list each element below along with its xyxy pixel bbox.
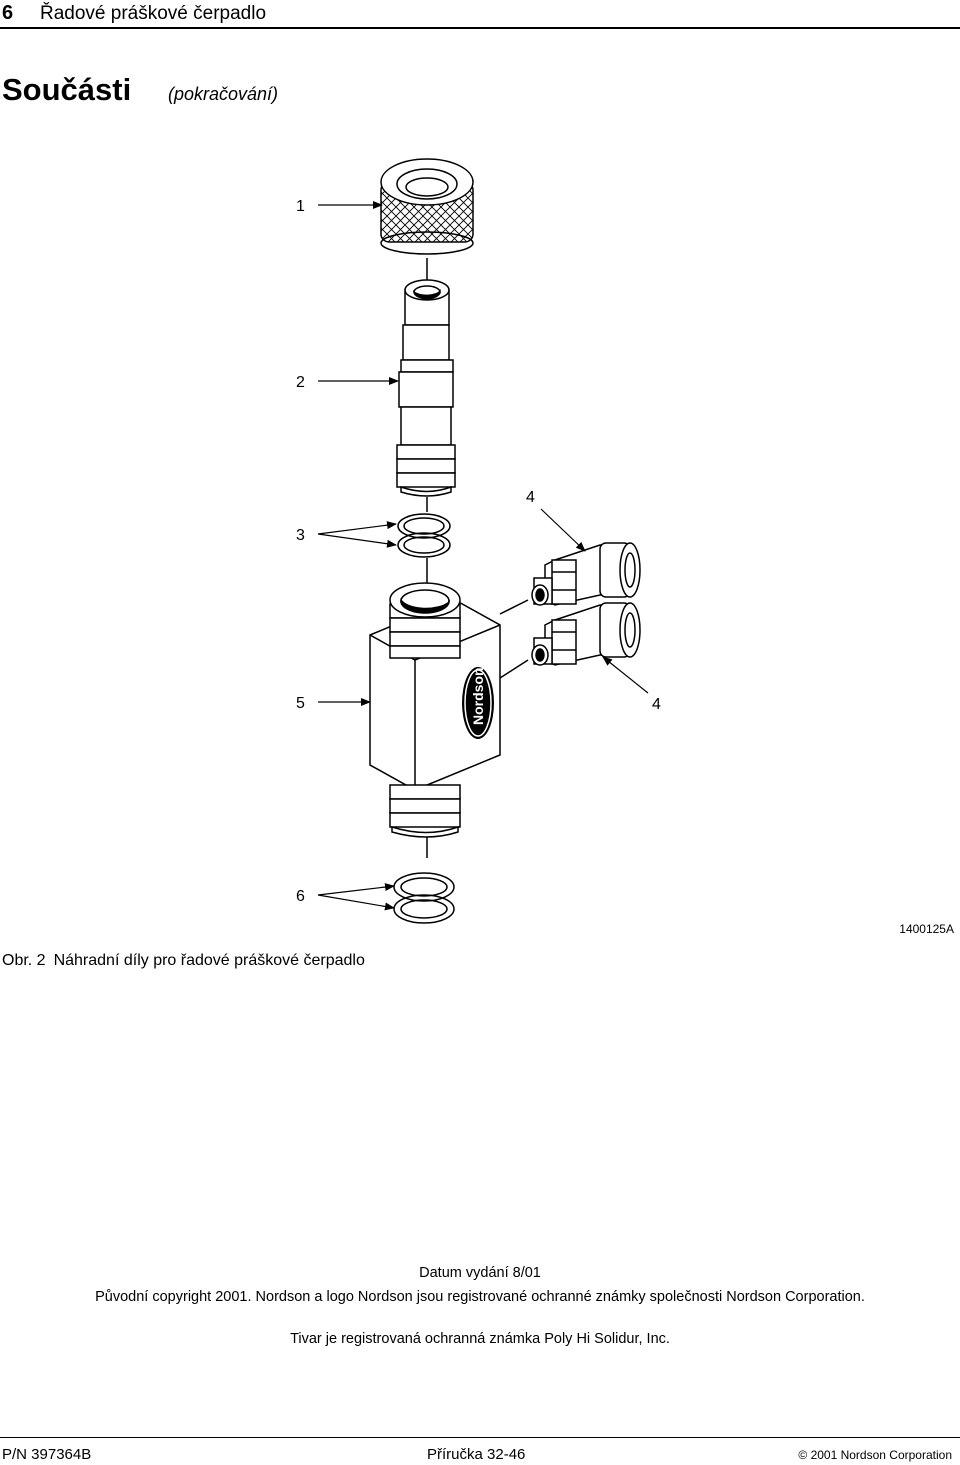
header-rule bbox=[0, 27, 960, 29]
figure-caption-text: Náhradní díly pro řadové práškové čerpad… bbox=[53, 952, 365, 969]
page-number: 6 bbox=[2, 2, 14, 24]
callout-3: 3 bbox=[296, 527, 305, 544]
leader-6b bbox=[317, 894, 395, 911]
callout-4-lower: 4 bbox=[652, 696, 661, 713]
leader-4a bbox=[540, 508, 586, 552]
pump-stem bbox=[396, 279, 456, 497]
footer-manual-number: Příručka 32-46 bbox=[427, 1446, 526, 1463]
o-rings-upper bbox=[397, 513, 451, 558]
figure-caption: Obr. 2 Náhradní díly pro řadové práškové … bbox=[2, 952, 365, 970]
exploded-parts-drawing: 1 2 3 4 4 5 6 Nordson bbox=[296, 158, 661, 924]
callout-2: 2 bbox=[296, 374, 305, 391]
section-subtitle: (pokračování) bbox=[168, 84, 279, 104]
footer-rule bbox=[0, 1437, 960, 1438]
knurled-nut bbox=[380, 158, 474, 255]
callout-5: 5 bbox=[296, 695, 305, 712]
o-rings-lower bbox=[393, 872, 455, 924]
leader-4b bbox=[602, 656, 649, 694]
running-header-title: Řadové práškové čerpadlo bbox=[40, 3, 267, 24]
push-in-fitting-upper bbox=[531, 542, 641, 606]
leader-3b bbox=[317, 533, 397, 548]
push-in-fitting-lower bbox=[531, 602, 641, 666]
callout-4-upper: 4 bbox=[526, 489, 535, 506]
nordson-logo: Nordson bbox=[470, 667, 486, 725]
footer-part-number: P/N 397364B bbox=[2, 1446, 92, 1463]
figure-caption-number: Obr. 2 bbox=[2, 952, 46, 969]
callout-6: 6 bbox=[296, 888, 305, 905]
copyright-notice: Původní copyright 2001. Nordson a logo N… bbox=[95, 1289, 865, 1305]
leader-3a bbox=[317, 521, 397, 535]
leader-6a bbox=[317, 883, 395, 896]
pump-tee-body bbox=[369, 582, 501, 838]
issue-date: Datum vydání 8/01 bbox=[419, 1265, 541, 1281]
section-title: Součásti bbox=[2, 72, 132, 107]
trademark-notice: Tivar je registrovaná ochranná známka Po… bbox=[290, 1331, 670, 1347]
footer-copyright: © 2001 Nordson Corporation bbox=[798, 1448, 952, 1462]
drawing-id: 1400125A bbox=[899, 922, 954, 936]
callout-1: 1 bbox=[296, 198, 305, 215]
